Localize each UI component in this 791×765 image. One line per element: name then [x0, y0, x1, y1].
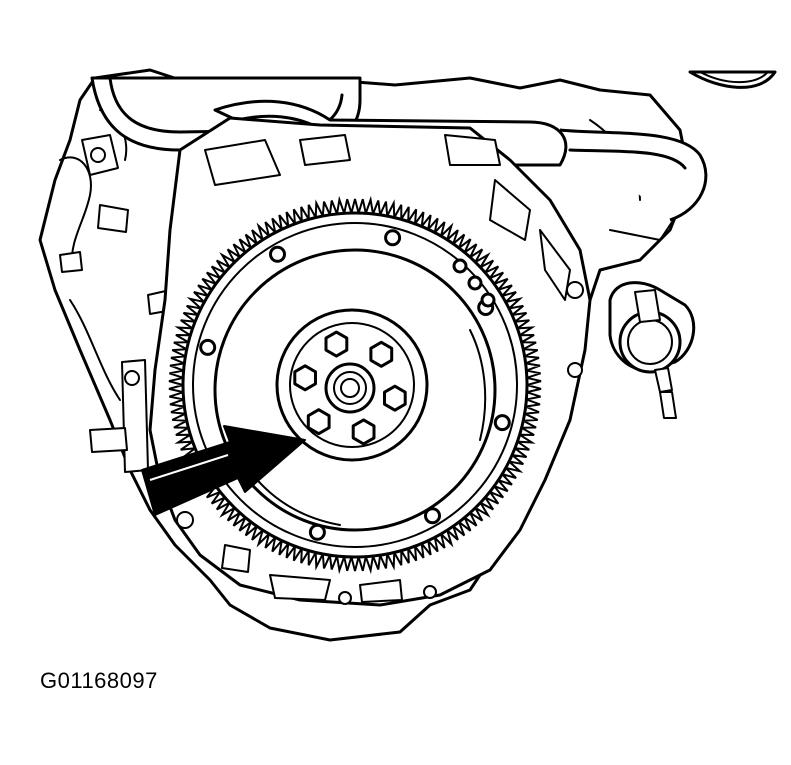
flywheel-bolt [324, 330, 349, 358]
outer-hole [308, 523, 326, 541]
pointer-arrow [141, 425, 306, 516]
figure-id-label: G01168097 [40, 668, 158, 693]
flywheel-bolt [306, 408, 331, 436]
flywheel-bolt [369, 340, 394, 368]
alignment-hole [452, 258, 468, 274]
outer-hole [384, 229, 402, 247]
flywheel-bolts [293, 330, 407, 446]
left-bracket [59, 134, 173, 473]
flywheel-bolt [383, 384, 407, 412]
alignment-hole [467, 275, 483, 291]
outer-hole [424, 507, 441, 525]
outer-hole [493, 414, 511, 432]
flywheel-hub [324, 362, 376, 414]
outer-hole [269, 245, 286, 263]
alignment-hole [480, 292, 496, 308]
crank-sensor [608, 281, 696, 419]
flywheel-bolt [351, 418, 376, 446]
outer-hole [199, 338, 217, 356]
flywheel-bolt [293, 364, 317, 392]
